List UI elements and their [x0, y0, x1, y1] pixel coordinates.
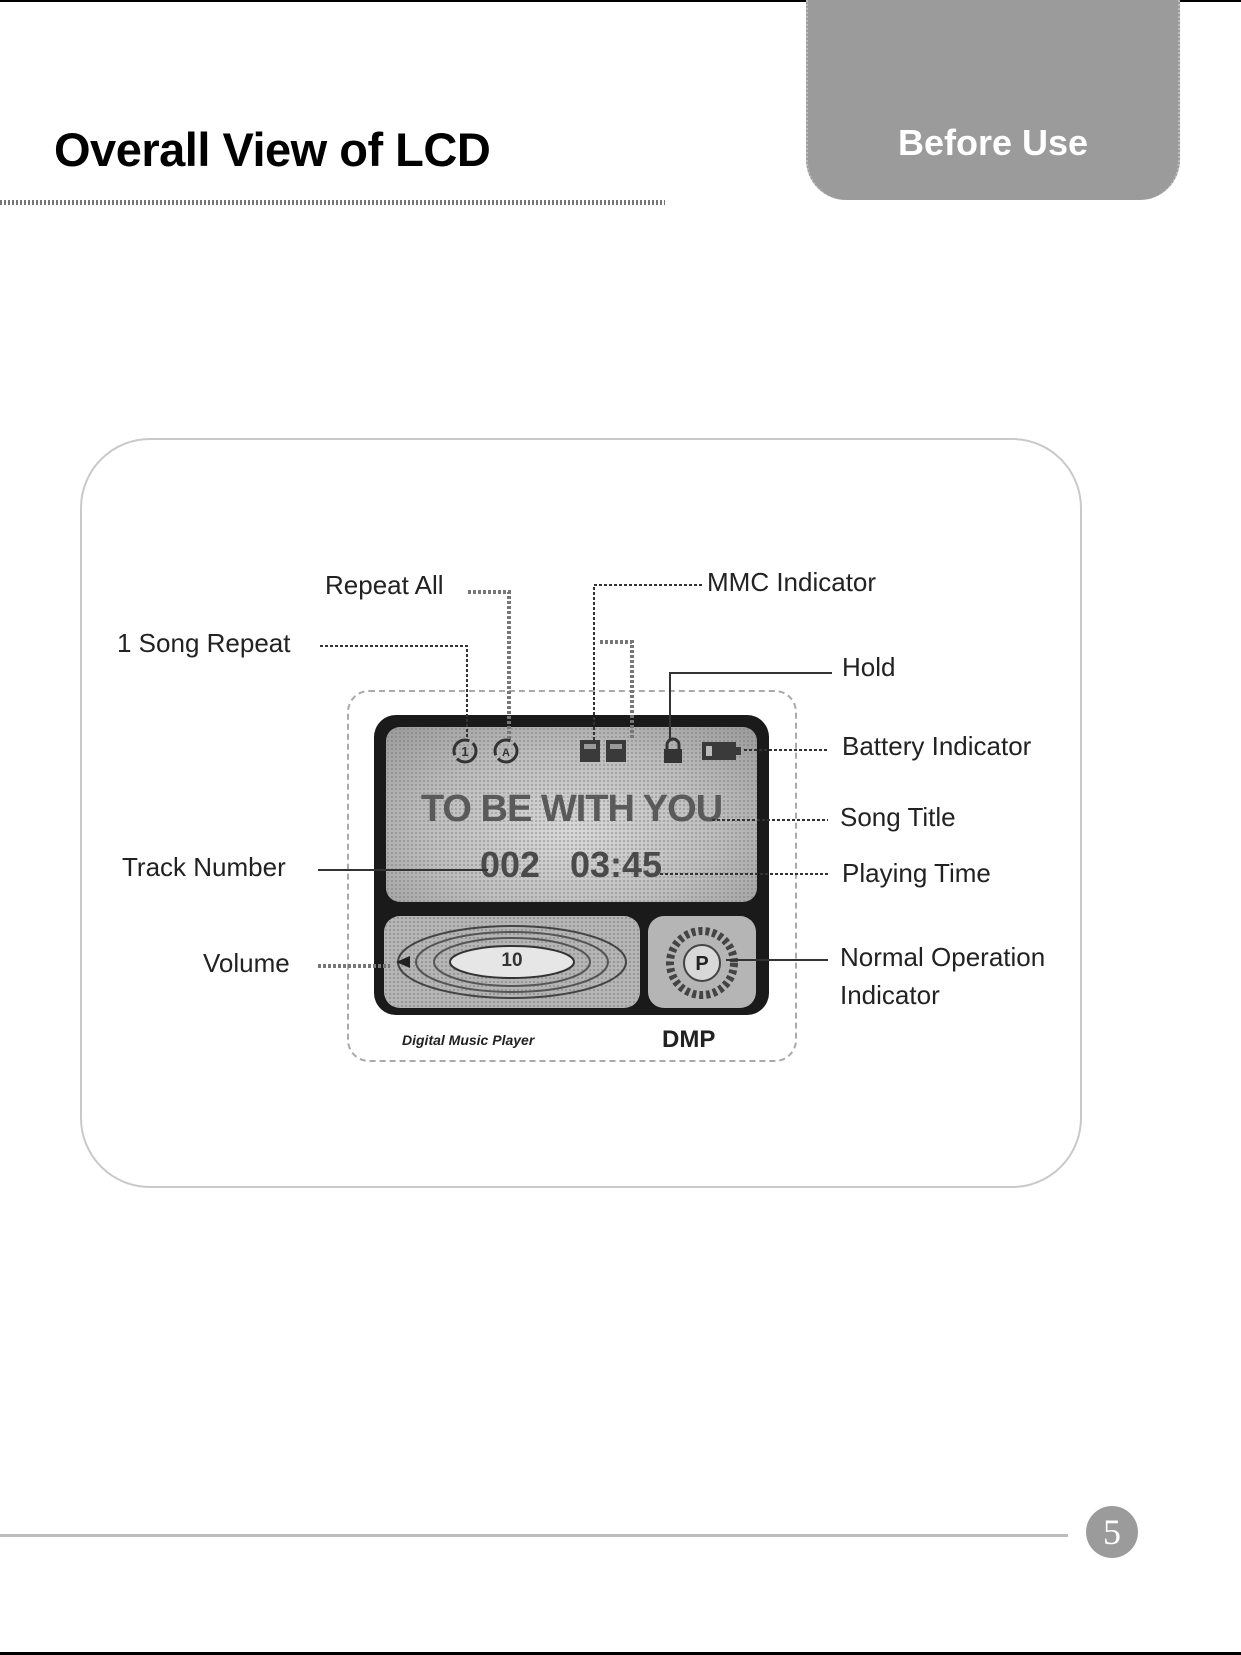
label-normal-operation-indicator: Indicator — [840, 980, 940, 1010]
svg-text:1: 1 — [461, 744, 468, 759]
label-mmc-indicator: MMC Indicator — [707, 567, 877, 597]
label-one-song-repeat: 1 Song Repeat — [117, 628, 291, 658]
lcd-main-panel — [386, 727, 757, 902]
label-battery-indicator: Battery Indicator — [842, 731, 1032, 761]
volume-gauge-icon — [396, 925, 627, 999]
label-normal-operation: Normal Operation — [840, 942, 1046, 972]
label-playing-time: Playing Time — [842, 858, 991, 888]
page-number: 5 — [1086, 1506, 1138, 1558]
leader-one-song-repeat — [320, 645, 468, 740]
leader-repeat-all — [468, 590, 511, 740]
bottom-border — [0, 1652, 1241, 1655]
battery-icon — [702, 742, 741, 760]
lcd-track-number: 002 — [480, 844, 541, 885]
label-volume: Volume — [203, 948, 290, 978]
title-divider — [0, 200, 665, 205]
label-hold: Hold — [842, 652, 896, 682]
play-status-icon: P — [666, 927, 738, 999]
lcd-volume-value: 10 — [501, 950, 523, 971]
repeat-one-icon: 1 — [452, 738, 478, 764]
footer-divider — [0, 1534, 1068, 1537]
top-border — [0, 0, 1241, 2]
device-model-caption: Digital Music Player — [402, 1032, 535, 1048]
leader-mmc-indicator-2 — [600, 640, 634, 740]
page-title: Overall View of LCD — [54, 123, 491, 176]
lcd-playing-time: 03:45 — [570, 844, 663, 885]
label-song-title: Song Title — [840, 802, 956, 832]
hold-icon — [664, 737, 682, 763]
label-repeat-all: Repeat All — [325, 570, 444, 600]
leader-hold — [669, 672, 832, 740]
figure-frame — [80, 438, 1082, 1188]
mmc-icon — [580, 740, 626, 762]
repeat-all-icon: A — [493, 738, 519, 764]
svg-text:P: P — [695, 953, 708, 975]
leader-mmc-indicator — [593, 584, 702, 740]
section-label: Before Use — [897, 122, 1089, 163]
section-tab: Before Use — [806, 0, 1180, 200]
label-track-number: Track Number — [122, 852, 286, 882]
svg-text:A: A — [502, 747, 510, 759]
device-brand-caption: DMP — [662, 1026, 716, 1053]
lcd-song-title: TO BE WITH YOU — [420, 788, 723, 830]
